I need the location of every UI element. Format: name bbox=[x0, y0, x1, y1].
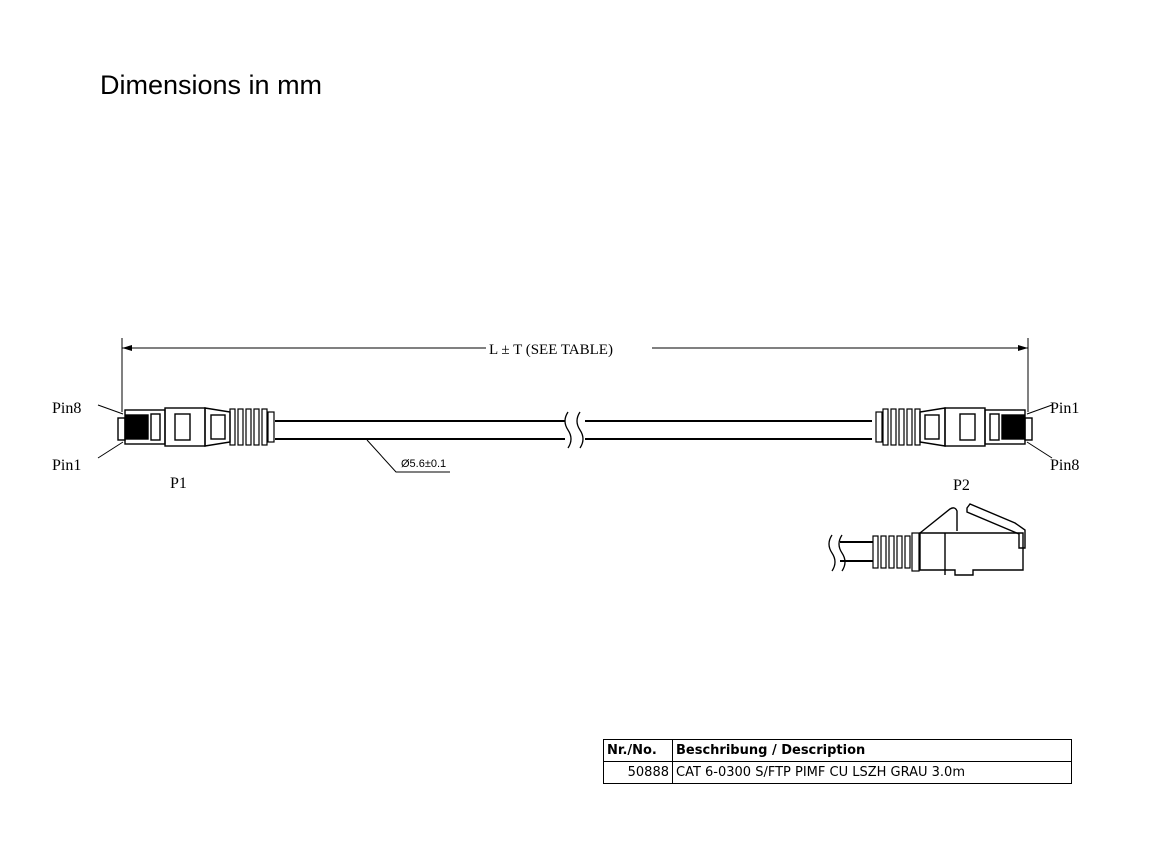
header-description: Beschribung / Description bbox=[672, 739, 1072, 762]
p2-label: P2 bbox=[953, 477, 970, 494]
p1-connector bbox=[97, 404, 275, 459]
p1-pin8-label: Pin8 bbox=[52, 400, 81, 417]
cable bbox=[275, 411, 872, 449]
p1-pin1-label: Pin1 bbox=[52, 457, 81, 474]
diameter-leader bbox=[366, 439, 450, 473]
p2-pin1-label: Pin1 bbox=[1050, 400, 1079, 417]
p1-label: P1 bbox=[170, 475, 187, 492]
cell-number: 50888 bbox=[603, 761, 673, 784]
p2-connector bbox=[875, 404, 1053, 459]
length-dimension-line bbox=[121, 338, 1029, 412]
spec-table: Nr./No. Beschribung / Description 50888 … bbox=[603, 739, 1072, 784]
page-title: Dimensions in mm bbox=[100, 70, 323, 100]
cell-description: CAT 6-0300 S/FTP PIMF CU LSZH GRAU 3.0m bbox=[672, 761, 1072, 784]
table-header-row: Nr./No. Beschribung / Description bbox=[603, 739, 1072, 762]
p2-pin8-label: Pin8 bbox=[1050, 457, 1079, 474]
length-dimension-label: L ± T (SEE TABLE) bbox=[489, 342, 613, 358]
header-number: Nr./No. bbox=[603, 739, 673, 762]
table-row: 50888 CAT 6-0300 S/FTP PIMF CU LSZH GRAU… bbox=[603, 761, 1072, 784]
diameter-label: Ø5.6±0.1 bbox=[401, 458, 446, 470]
connector-side-view bbox=[828, 503, 1026, 576]
